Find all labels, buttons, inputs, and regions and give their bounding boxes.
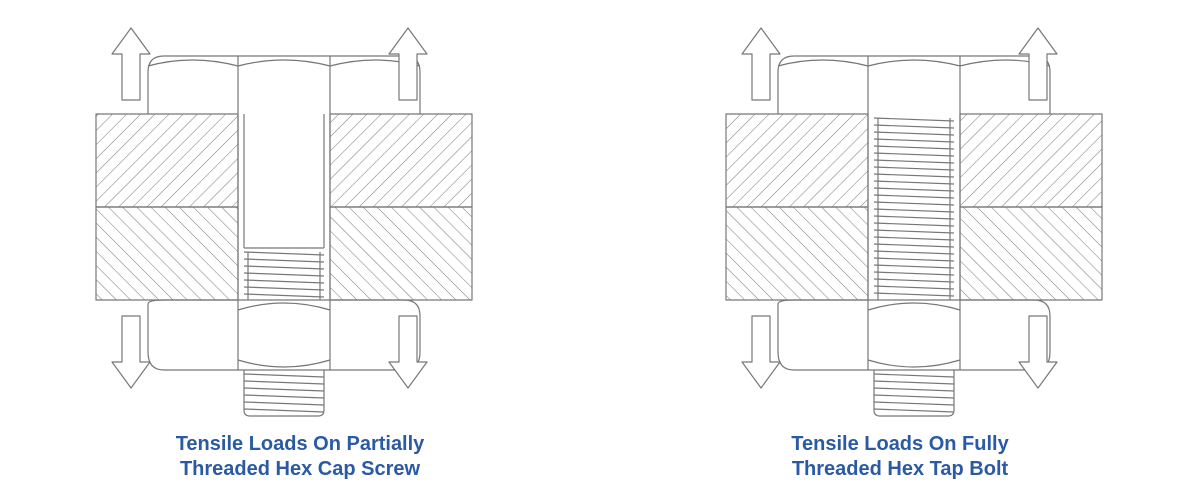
threaded-bolt-end <box>873 370 955 417</box>
upper-plate-section <box>95 113 239 208</box>
caption-line-1: Tensile Loads On Partially <box>175 433 425 455</box>
hex-nut <box>147 299 421 371</box>
cap-screw-illustration <box>95 27 473 417</box>
lower-plate-section <box>725 206 869 301</box>
upper-plate-section <box>959 113 1103 208</box>
lower-plate-section <box>95 206 239 301</box>
arrow-up-icon <box>741 27 781 101</box>
diagram-fully-threaded: Tensile Loads On Fully Threaded Hex Tap … <box>600 0 1200 500</box>
tap-bolt-illustration <box>725 27 1103 417</box>
arrow-down-icon <box>741 315 781 389</box>
upper-plate-section <box>329 113 473 208</box>
arrow-down-icon <box>1018 315 1058 389</box>
arrow-down-icon <box>111 315 151 389</box>
lower-plate-section <box>959 206 1103 301</box>
caption-line-2: Threaded Hex Cap Screw <box>179 458 421 480</box>
fully-threaded-shank <box>873 117 955 300</box>
lower-plate-section <box>329 206 473 301</box>
hex-head <box>777 55 1051 114</box>
partially-threaded-shank <box>243 114 325 300</box>
arrow-up-icon <box>388 27 428 101</box>
diagram-partially-threaded: Tensile Loads On Partially Threaded Hex … <box>0 27 600 482</box>
threaded-bolt-end <box>243 370 325 417</box>
caption-line-1: Tensile Loads On Fully <box>791 433 1009 455</box>
hex-head <box>147 55 421 114</box>
arrow-up-icon <box>111 27 151 101</box>
caption-partially-threaded: Tensile Loads On Partially Threaded Hex … <box>0 432 600 482</box>
upper-plate-section <box>725 113 869 208</box>
caption-line-2: Threaded Hex Tap Bolt <box>791 458 1009 480</box>
arrow-down-icon <box>388 315 428 389</box>
arrow-up-icon <box>1018 27 1058 101</box>
hex-nut <box>777 299 1051 371</box>
caption-fully-threaded: Tensile Loads On Fully Threaded Hex Tap … <box>600 432 1200 482</box>
